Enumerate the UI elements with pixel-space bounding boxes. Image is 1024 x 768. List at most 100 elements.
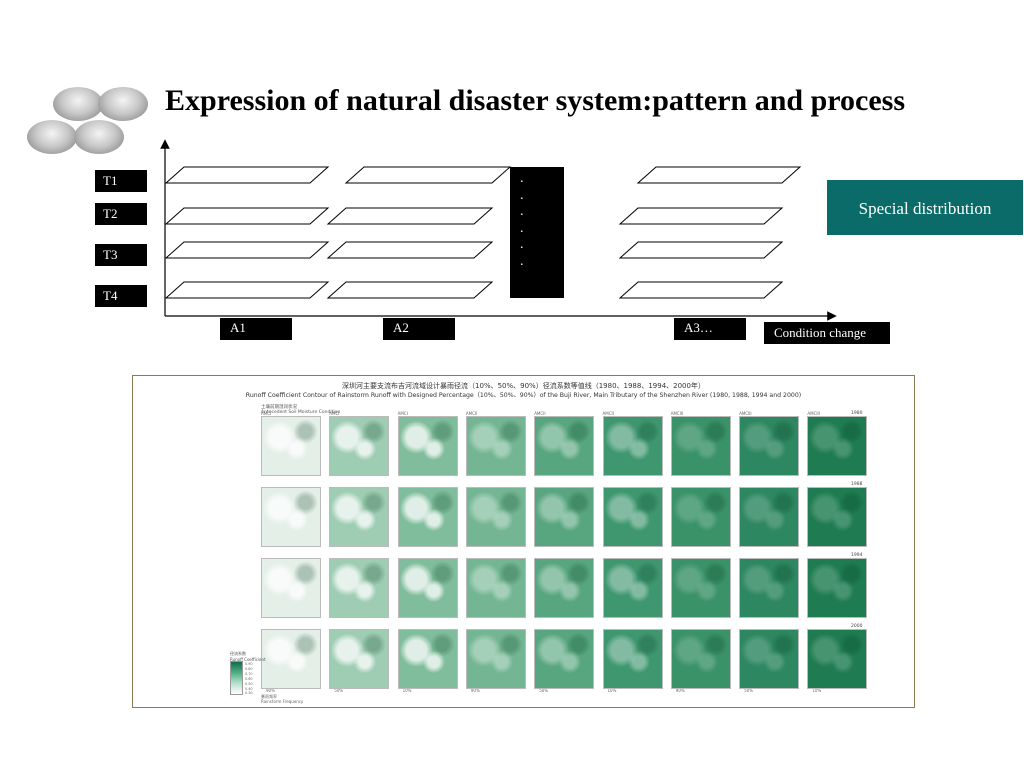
ellipsis-dot: . — [520, 171, 524, 186]
year-label: 1994 — [851, 553, 863, 558]
time-label-t3: T3 — [95, 244, 147, 266]
figure-side-label: 土壤前期湿润状况 Antecedent Soil Moisture Condit… — [261, 405, 341, 415]
footer-label: 暴雨频率 Rainstorm Frequency — [261, 694, 304, 704]
area-label-a2: A2 — [383, 318, 455, 340]
time-label-t4: T4 — [95, 285, 147, 307]
year-label: 1988 — [851, 482, 863, 487]
runoff-map-cell — [329, 629, 390, 689]
runoff-map-cell — [534, 416, 595, 476]
runoff-map-cell — [670, 487, 731, 547]
runoff-map-cell — [602, 558, 663, 618]
runoff-map-cell — [602, 487, 663, 547]
pattern-process-diagram — [160, 139, 837, 321]
year-label: 1980 — [851, 411, 863, 416]
layer-t3-a2 — [326, 241, 494, 259]
layer-t3-a3 — [618, 241, 784, 259]
runoff-map-cell — [739, 629, 800, 689]
slide-title: Expression of natural disaster system:pa… — [165, 84, 906, 117]
footer-percent: 10% — [607, 688, 617, 693]
runoff-map-cell — [397, 416, 458, 476]
area-label-a3: A3… — [674, 318, 746, 340]
runoff-map-cell — [261, 416, 321, 476]
layer-t1-a1 — [164, 166, 330, 184]
runoff-map-cell — [670, 558, 731, 618]
runoff-map-cell — [329, 487, 390, 547]
condition-change-label: Condition change — [764, 322, 890, 344]
footer-percent: 90% — [675, 688, 685, 693]
layer-t4-a2 — [326, 281, 494, 299]
ellipsis-dot: . — [520, 220, 524, 236]
special-distribution-box: Special distribution — [827, 180, 1023, 235]
column-header: AMCIII — [807, 411, 820, 416]
runoff-map-cell — [329, 416, 390, 476]
runoff-map-cell — [261, 629, 321, 689]
column-header: AMCII — [602, 411, 614, 416]
runoff-map-cell — [261, 558, 321, 618]
layer-t2-a1 — [164, 207, 330, 225]
layer-t1-a2 — [344, 166, 512, 184]
ellipsis-dot: . — [520, 187, 524, 203]
footer-percent: 50% — [334, 688, 344, 693]
footer-percent: 10% — [812, 688, 822, 693]
column-header: AMCIII — [739, 411, 752, 416]
runoff-map-cell — [261, 487, 321, 547]
runoff-map-cell — [807, 558, 868, 618]
runoff-map-figure: 深圳河主要支流布吉河流域设计暴雨径流（10%、50%、90%）径流系数等值线（1… — [132, 375, 915, 708]
runoff-map-cell — [739, 487, 800, 547]
runoff-map-cell — [602, 416, 663, 476]
column-header: AMCII — [465, 411, 478, 416]
column-header: AMCI — [261, 411, 272, 416]
layer-t2-a2 — [326, 207, 494, 225]
runoff-map-cell — [807, 416, 868, 476]
runoff-map-cell — [739, 558, 800, 618]
runoff-map-cell — [534, 629, 595, 689]
logo-blob — [53, 87, 103, 121]
runoff-map-cell — [602, 629, 663, 689]
runoff-map-cell — [465, 629, 526, 689]
figure-title-cn: 深圳河主要支流布吉河流域设计暴雨径流（10%、50%、90%）径流系数等值线（1… — [342, 382, 705, 390]
logo-blob — [98, 87, 148, 121]
runoff-map-cell — [397, 558, 458, 618]
runoff-map-cell — [465, 416, 526, 476]
column-header: AMCI — [329, 411, 340, 416]
runoff-map-cell — [397, 629, 458, 689]
footer-percent: 10% — [402, 688, 412, 693]
time-label-t1: T1 — [95, 170, 147, 192]
footer-percent: 90% — [470, 688, 480, 693]
column-header: AMCI — [397, 411, 408, 416]
runoff-map-cell — [465, 558, 526, 618]
layer-t4-a3 — [618, 281, 784, 299]
column-header: AMCIII — [670, 411, 684, 416]
figure-title-en: Runoff Coefficient Contour of Rainstorm … — [245, 392, 802, 399]
legend-values: 0.90 0.80 0.70 0.60 0.50 0.40 0.30 — [245, 662, 253, 696]
runoff-map-cell — [534, 558, 595, 618]
footer-percent: 50% — [539, 688, 549, 693]
runoff-map-cell — [670, 629, 731, 689]
ellipsis-dot: . — [520, 253, 524, 269]
legend-title: 径流系数 Runoff Coefficient — [230, 651, 266, 662]
legend-colorbar — [230, 661, 243, 695]
time-label-t2: T2 — [95, 203, 147, 225]
runoff-map-cell — [807, 629, 868, 689]
layer-t1-a3 — [636, 166, 802, 184]
column-header: AMCII — [534, 411, 546, 416]
logo-blob — [74, 120, 124, 154]
runoff-map-cell — [807, 487, 868, 547]
ellipsis-box: . . . . . . — [510, 167, 564, 298]
runoff-map-cell — [534, 487, 595, 547]
runoff-map-cell — [329, 558, 390, 618]
footer-percent: 50% — [744, 688, 753, 693]
layer-t4-a1 — [164, 281, 330, 299]
layer-t3-a1 — [164, 241, 330, 259]
year-label: 2000 — [851, 624, 863, 629]
logo-blob — [27, 120, 77, 154]
ellipsis-dot: . — [520, 204, 524, 219]
layer-t2-a3 — [618, 207, 784, 225]
ellipsis-dot: . — [520, 237, 524, 252]
footer-percent: 90% — [266, 688, 275, 693]
area-label-a1: A1 — [220, 318, 292, 340]
runoff-map-cell — [397, 487, 458, 547]
runoff-map-cell — [670, 416, 731, 476]
runoff-map-cell — [465, 487, 526, 547]
runoff-map-cell — [739, 416, 800, 476]
